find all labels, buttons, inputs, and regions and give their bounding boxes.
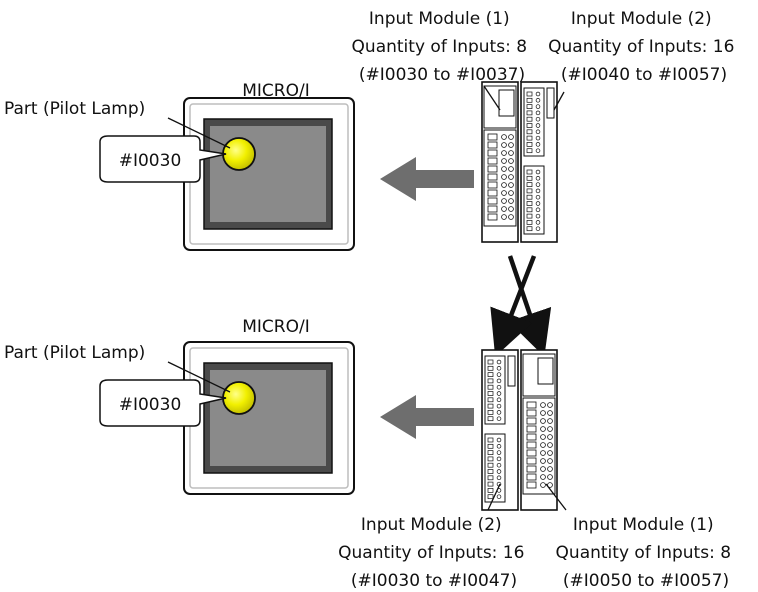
input-module-top-1 (481, 81, 519, 243)
device-label-bottom: MICRO/I (242, 317, 310, 337)
panel-top: Input Module (1) Quantity of Inputs: 8 (… (4, 9, 740, 251)
part-leader-top (167, 117, 231, 149)
transfer-arrow-bottom (380, 395, 474, 439)
swap-arrow-1 (507, 255, 552, 357)
address-bottom: #I0030 (119, 395, 182, 415)
module-leader-bottom-2 (545, 483, 567, 511)
swap-arrow-2 (490, 255, 537, 357)
input-module-bottom-2 (520, 349, 558, 511)
module-leader-top-2 (553, 91, 565, 111)
module-top-1-label: Input Module (1) Quantity of Inputs: 8 (… (352, 9, 533, 85)
micro-i-device-bottom (183, 341, 355, 495)
address-top: #I0030 (119, 151, 182, 171)
address-callout-bottom (99, 379, 227, 427)
module-top-2-label: Input Module (2) Quantity of Inputs: 16 … (548, 9, 740, 85)
module-bottom-2-label: Input Module (1) Quantity of Inputs: 8 (… (556, 515, 737, 591)
swap-arrows (490, 255, 552, 357)
module-bottom-1-label: Input Module (2) Quantity of Inputs: 16 … (338, 515, 530, 591)
transfer-arrow-top (380, 157, 474, 201)
pilot-lamp-top (222, 137, 256, 171)
input-module-top-2 (520, 81, 558, 243)
micro-i-device-top (183, 97, 355, 251)
part-label-bottom: Part (Pilot Lamp) (4, 343, 145, 363)
input-module-bottom-1 (481, 349, 519, 511)
address-callout-top (99, 135, 227, 183)
part-label-top: Part (Pilot Lamp) (4, 99, 145, 119)
module-leader-bottom-1 (487, 483, 501, 511)
part-leader-bottom (167, 361, 231, 393)
module-leader-top-1 (483, 85, 501, 111)
pilot-lamp-bottom (222, 381, 256, 415)
panel-bottom: MICRO/I Part (Pilot Lamp) #I0030 Input M… (4, 317, 737, 591)
device-label-top: MICRO/I (242, 81, 310, 101)
